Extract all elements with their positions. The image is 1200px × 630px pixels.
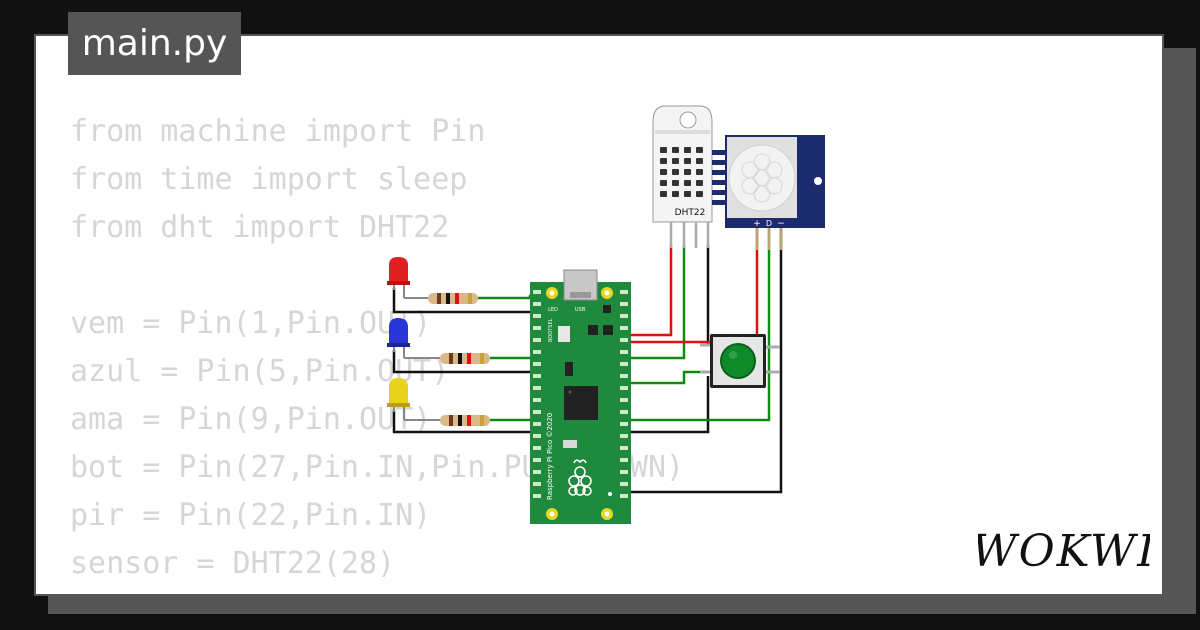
- pico-led-label: LED: [548, 307, 558, 313]
- resistor-3[interactable]: [440, 415, 490, 426]
- pir-sensor[interactable]: + D −: [712, 135, 825, 250]
- wire-dht-vcc: [622, 245, 673, 337]
- wire-red-led-gnd: [392, 288, 540, 314]
- push-button[interactable]: [700, 334, 780, 388]
- wokwi-logo-text: WOKWI: [978, 526, 1150, 577]
- pico-usb-label: USB: [575, 307, 586, 313]
- code-line: from dht import DHT22: [70, 210, 450, 245]
- code-line: sensor = DHT22(28): [70, 546, 396, 581]
- wire-pir-data: [622, 228, 771, 422]
- code-line: from machine import Pin: [70, 114, 486, 149]
- code-line: ama = Pin(9,Pin.OUT): [70, 402, 432, 437]
- wire-blue-led-gnd: [392, 350, 540, 374]
- pir-pin-data: D: [766, 219, 772, 228]
- dht22-label: DHT22: [675, 208, 706, 218]
- wire-dht-data: [622, 245, 686, 360]
- led-yellow[interactable]: [387, 378, 440, 421]
- wire-button-signal: [622, 370, 712, 385]
- pico-bootsel-label: BOOTSEL: [548, 318, 554, 342]
- code-line: from time import sleep: [70, 162, 468, 197]
- dht22-sensor[interactable]: DHT22: [652, 105, 713, 248]
- led-red[interactable]: [387, 257, 428, 299]
- wire-pir-gnd: [622, 228, 783, 494]
- code-preview: from machine import Pin from time import…: [70, 108, 684, 588]
- code-line: pir = Pin(22,Pin.IN): [70, 498, 432, 533]
- pico-board[interactable]: USB LED BOOTSEL Raspberry Pi Pico ©2020: [530, 269, 631, 524]
- led-blue[interactable]: [387, 318, 440, 359]
- pir-pin-plus: +: [753, 219, 761, 229]
- resistor-2[interactable]: [440, 353, 490, 364]
- pico-board-label: Raspberry Pi Pico ©2020: [546, 413, 554, 500]
- resistor-1[interactable]: [428, 293, 478, 304]
- raspberry-logo: [568, 459, 592, 496]
- pir-pin-minus: −: [777, 219, 785, 229]
- wire-pir-vcc: [622, 228, 759, 344]
- file-tab[interactable]: main.py: [68, 12, 241, 75]
- wokwi-logo: WOKWI: [978, 526, 1150, 577]
